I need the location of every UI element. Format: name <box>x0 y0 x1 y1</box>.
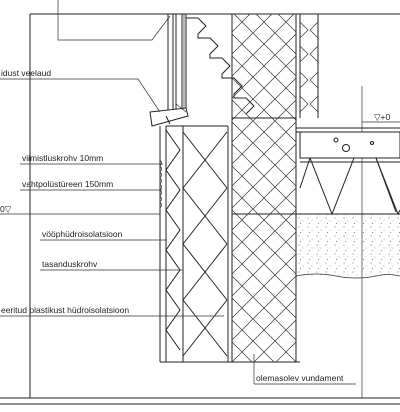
gravel-fill <box>296 214 400 276</box>
label-existing-foundation: olemasolev vundament <box>256 373 344 383</box>
leader-top <box>57 0 171 41</box>
leader-lines <box>0 78 356 385</box>
level-marker-left: 0▽ <box>0 204 12 214</box>
label-leveling-plaster: tasanduskrohv <box>42 259 98 269</box>
upper-wall <box>167 13 319 119</box>
plinth-insulation <box>159 125 300 363</box>
masonry-mid <box>231 117 297 215</box>
window-sill <box>149 103 189 127</box>
label-plastic-waterproofing: eeritud plastikust hüdroisolatsioon <box>1 305 129 315</box>
upper-masonry <box>231 13 297 119</box>
label-plinth-waterproofing: vööphüdroisolatsioon <box>42 229 123 239</box>
level-marker-right: ▽+0 <box>374 112 391 122</box>
foundation-block <box>231 213 297 363</box>
label-sill: idust veelaud <box>1 68 51 78</box>
floor-structure <box>295 127 400 362</box>
label-foam: vahtpolüstüreen 150mm <box>22 179 113 189</box>
label-finish-plaster: viimistluskrohv 10mm <box>22 153 103 163</box>
